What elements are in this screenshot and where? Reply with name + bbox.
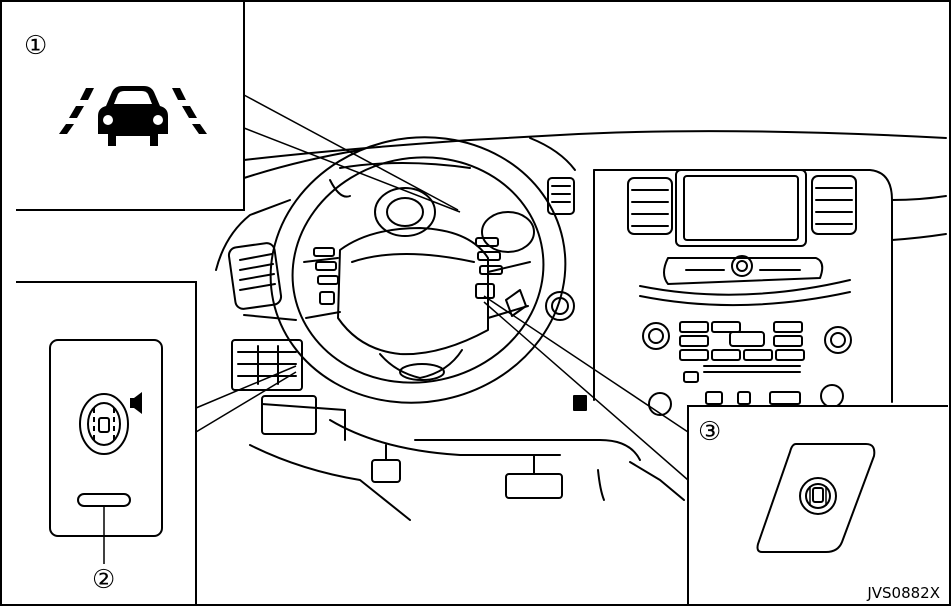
leader-line-1a <box>243 94 459 211</box>
callout-2: ② <box>92 565 115 595</box>
steering-wheel-lane-switch <box>756 443 876 553</box>
figure-code: JVS0882X <box>866 584 940 602</box>
leader-line-3a <box>483 295 689 433</box>
callout-3: ③ <box>698 417 721 447</box>
lane-departure-switch-panel <box>49 339 163 564</box>
speaker-icon <box>130 392 142 414</box>
dashboard-illustration <box>215 130 947 521</box>
leader-line-2b <box>195 371 297 433</box>
lane-departure-car-windshield <box>103 91 163 125</box>
leader-lines <box>195 94 689 481</box>
leader-line-2a <box>195 365 297 409</box>
inset-panel-3 <box>687 405 948 604</box>
callout-1: ① <box>24 31 47 61</box>
leader-line-1b <box>243 127 461 213</box>
leader-line-3b <box>483 301 689 481</box>
